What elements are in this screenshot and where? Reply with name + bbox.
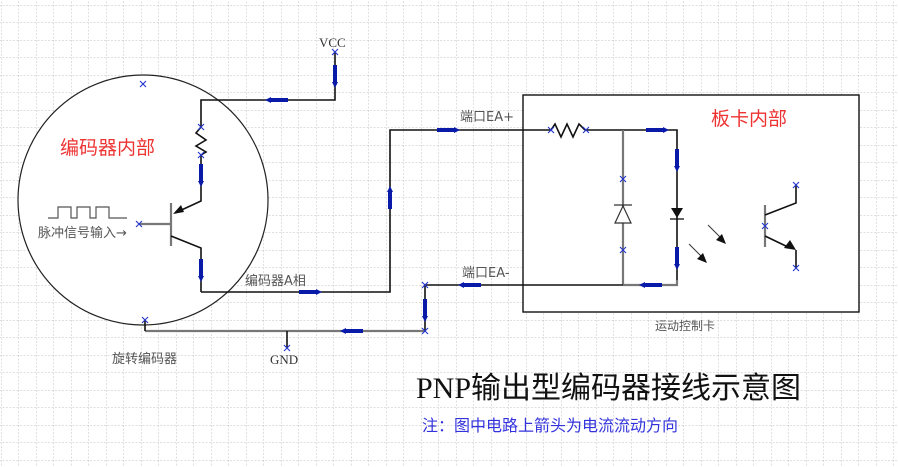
node-markers <box>135 48 800 352</box>
current-direction-note: 注：图中电路上箭头为电流流动方向 <box>422 416 678 435</box>
encoder-phase-a-label: 编码器A相 <box>245 274 306 289</box>
vcc-label: VCC <box>319 35 346 50</box>
current-arrowhead-icon <box>663 127 669 133</box>
current-arrowhead-icon <box>316 289 322 295</box>
encoder-body-circle <box>17 74 269 326</box>
rotary-encoder-label: 旋转编码器 <box>112 352 177 367</box>
card-top-wire <box>585 129 678 280</box>
diode-icon <box>614 204 632 224</box>
current-arrowhead-icon <box>639 282 645 288</box>
current-arrowhead-icon <box>198 276 204 282</box>
diagram-title: PNP输出型编码器接线示意图 <box>416 372 801 405</box>
port-ea-plus-label: 端口EA+ <box>460 110 514 125</box>
led-icon <box>670 208 684 220</box>
current-arrowhead-icon <box>198 181 204 187</box>
input-resistor-icon <box>550 122 586 139</box>
gnd-label: GND <box>270 352 298 367</box>
current-arrowhead-icon <box>265 97 271 103</box>
current-arrows <box>198 65 680 334</box>
light-emission-arrows-icon <box>688 224 726 263</box>
card-inside-label: 板卡内部 <box>711 108 787 130</box>
current-arrowhead-icon <box>387 186 393 192</box>
motion-card-box <box>522 94 860 313</box>
pulse-input-label: 脉冲信号输入→ <box>38 225 127 241</box>
pull-up-resistor-icon <box>194 126 208 156</box>
encoder-inside-label: 编码器内部 <box>60 137 155 159</box>
square-wave-icon <box>48 206 127 219</box>
current-arrowhead-icon <box>454 127 460 133</box>
current-arrowhead-icon <box>422 316 428 322</box>
current-arrowhead-icon <box>674 264 680 270</box>
current-arrowhead-icon <box>458 282 464 288</box>
current-arrowhead-icon <box>340 328 346 334</box>
current-arrowhead-icon <box>332 82 338 88</box>
current-arrowhead-icon <box>674 166 680 172</box>
motion-card-label: 运动控制卡 <box>655 319 715 333</box>
port-ea-minus-label: 端口EA- <box>462 266 510 281</box>
